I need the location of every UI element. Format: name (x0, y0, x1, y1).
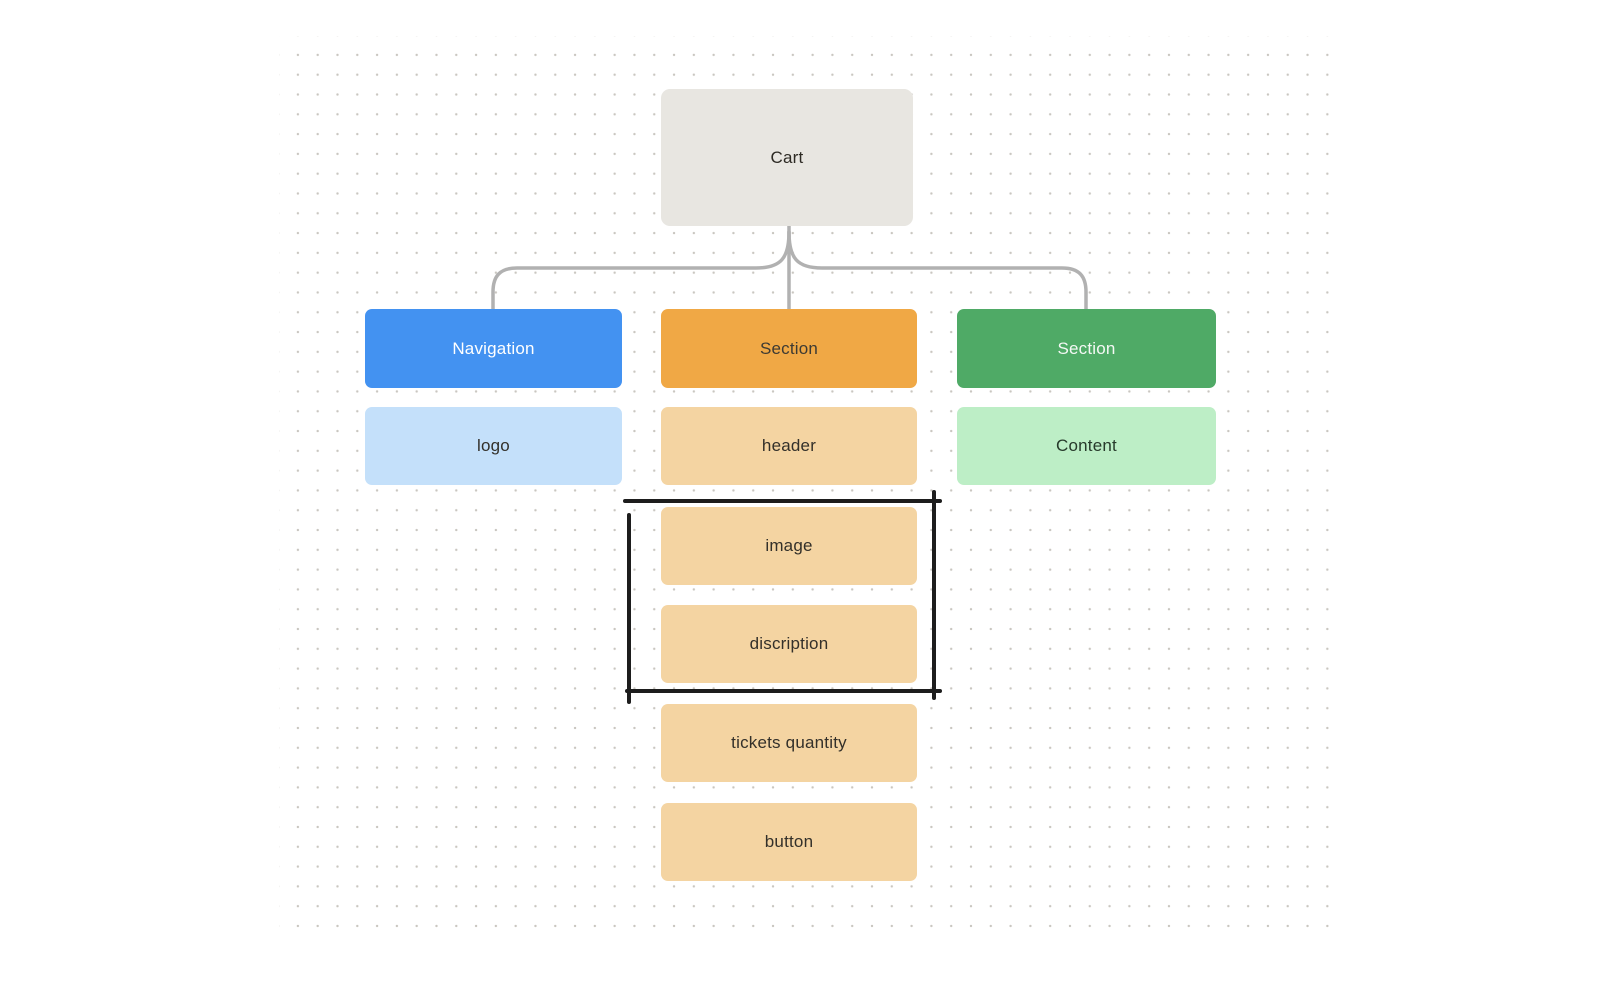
node-discription[interactable]: discription (661, 605, 917, 683)
node-navigation[interactable]: Navigation (365, 309, 622, 388)
node-image-label: image (765, 536, 813, 555)
node-content-label: Content (1056, 436, 1117, 455)
node-header-label: header (761, 436, 817, 455)
node-cart[interactable]: Cart (661, 89, 913, 226)
node-section-middle[interactable]: Section (661, 309, 917, 388)
node-navigation-label: Navigation (452, 338, 535, 358)
node-logo[interactable]: logo (365, 407, 622, 485)
node-section-middle-label: Section (759, 338, 819, 358)
node-header[interactable]: header (661, 407, 917, 485)
node-section-right[interactable]: Section (957, 309, 1216, 388)
node-cart-label: Cart (770, 147, 804, 167)
node-content[interactable]: Content (957, 407, 1216, 485)
node-section-right-label: Section (1057, 338, 1116, 358)
node-discription-label: discription (749, 634, 829, 653)
node-button-label: button (764, 832, 814, 851)
node-logo-label: logo (477, 436, 510, 455)
node-image[interactable]: image (661, 507, 917, 585)
node-button[interactable]: button (661, 803, 917, 881)
node-tickets-quantity[interactable]: tickets quantity (661, 704, 917, 782)
node-tickets-quantity-label: tickets quantity (731, 733, 847, 752)
